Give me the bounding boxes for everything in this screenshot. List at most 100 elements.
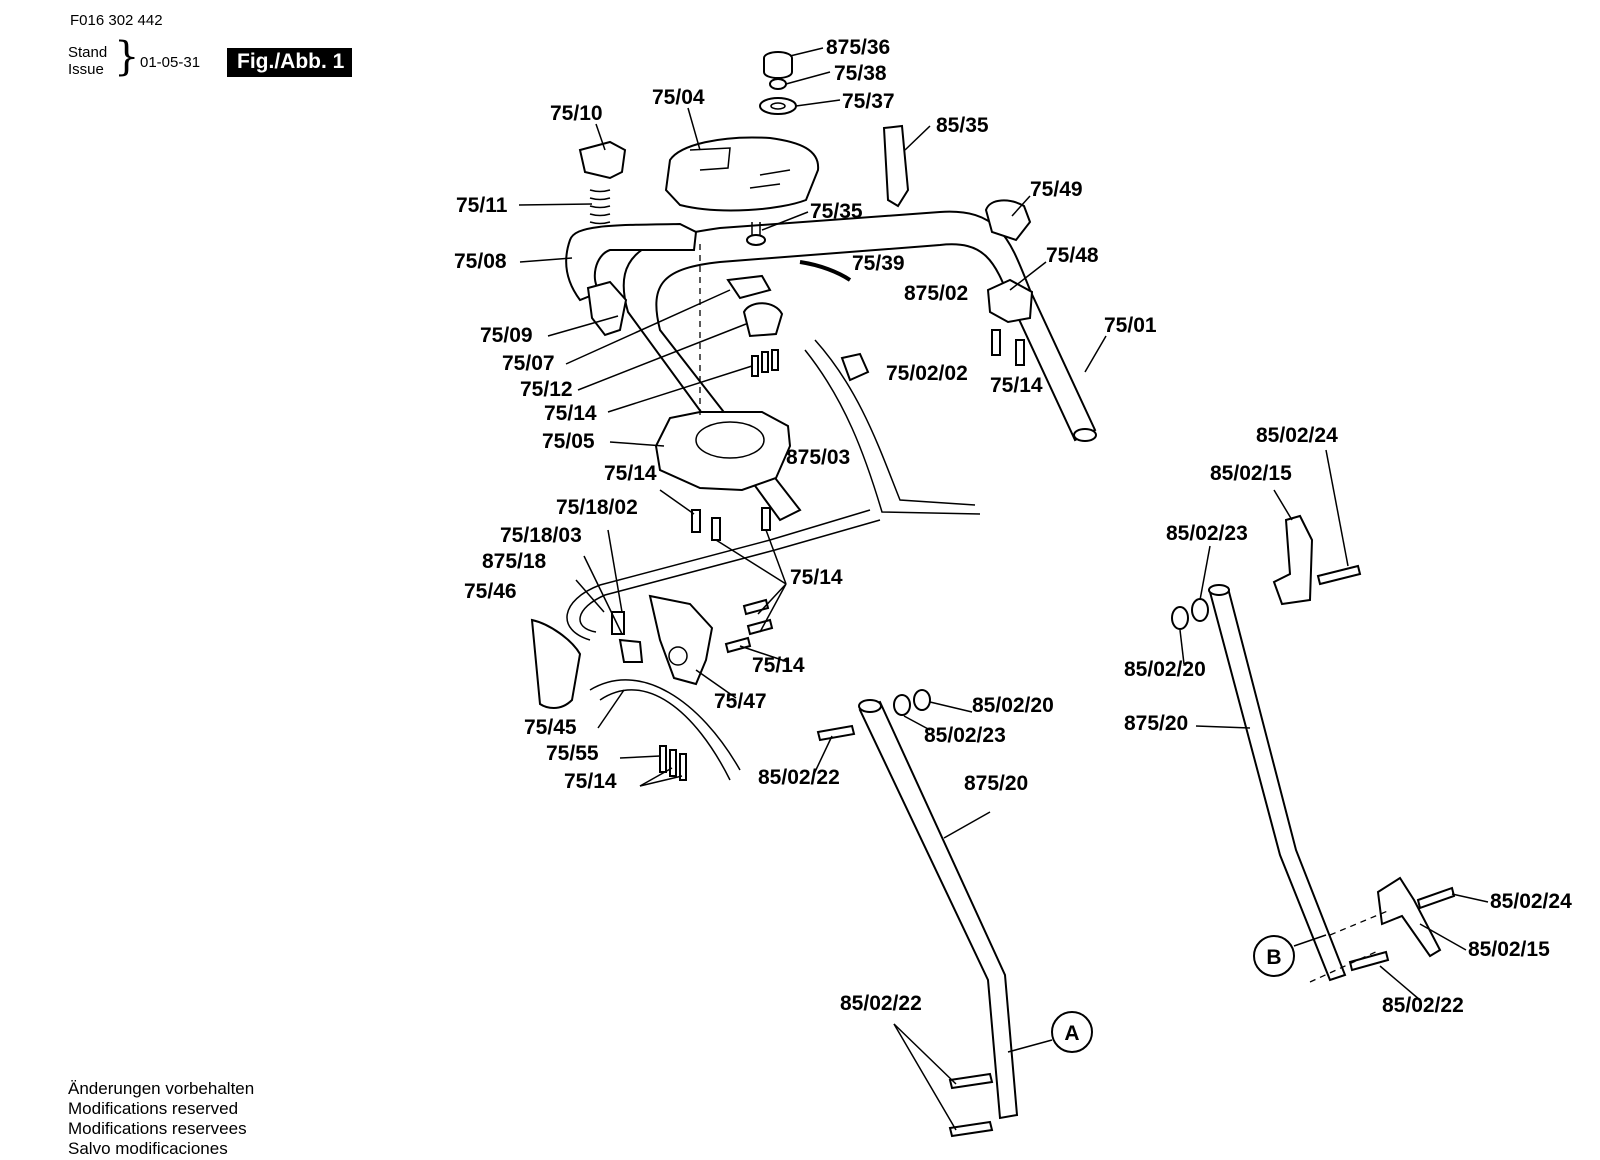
label-75-07: 75/07 <box>502 352 555 375</box>
screws-75-14-housing <box>691 507 771 541</box>
disclaimer-es: Salvo modificaciones <box>68 1139 228 1158</box>
label-75-37: 75/37 <box>842 90 895 113</box>
label-75-45: 75/45 <box>524 716 577 739</box>
footer-disclaimer: Änderungen vorbehalten Modifications res… <box>68 1079 254 1159</box>
label-75-46: 75/46 <box>464 580 517 603</box>
nut-75-38 <box>769 78 787 90</box>
assembly-dash-lines <box>1309 909 1391 983</box>
connector-75-02-02 <box>840 352 870 382</box>
bracket-75-47 <box>648 594 714 686</box>
label-875-02: 875/02 <box>904 282 968 305</box>
bolt-85-02-24-a <box>1316 564 1362 586</box>
bolts-85-02-22-b <box>948 1072 994 1138</box>
figure-badge: Fig./Abb. 1 <box>227 48 353 77</box>
label-75-04: 75/04 <box>652 86 705 109</box>
screws-75-14-right <box>991 329 1025 366</box>
part-75-18-02 <box>611 611 625 635</box>
tube-875-20-left <box>858 699 1019 1120</box>
label-75-14-a: 75/14 <box>990 374 1043 397</box>
label-75-48: 75/48 <box>1046 244 1099 267</box>
issue-date: 01-05-31 <box>140 54 201 71</box>
label-875-20-b: 875/20 <box>1124 712 1188 735</box>
bracket-85-02-15-b <box>1376 876 1442 958</box>
label-75-10: 75/10 <box>550 102 603 125</box>
label-85-02-22-b: 85/02/22 <box>840 992 922 1015</box>
label-75-05: 75/05 <box>542 430 595 453</box>
disclaimer-en: Modifications reserved <box>68 1099 239 1118</box>
switch-75-07 <box>726 274 772 300</box>
label-875-03: 875/03 <box>786 446 850 469</box>
lever-75-08 <box>565 222 698 302</box>
cable-75-39 <box>799 260 852 282</box>
label-75-47: 75/47 <box>714 690 767 713</box>
cap-75-49 <box>984 199 1032 242</box>
stand-issue-label: Stand Issue <box>68 44 107 78</box>
clip-75-12 <box>742 302 784 338</box>
washer-75-37 <box>759 97 797 115</box>
callout-a: A <box>1051 1011 1093 1053</box>
label-85-02-15-b: 85/02/15 <box>1468 938 1550 961</box>
cover-75-46 <box>530 618 582 709</box>
screws-75-14-cluster <box>751 349 779 377</box>
callout-a-label: A <box>1064 1022 1079 1045</box>
label-85-02-15-a: 85/02/15 <box>1210 462 1292 485</box>
grip-85-35 <box>882 124 910 208</box>
lower-handle-bar-875-03 <box>566 339 981 641</box>
label-75-18-02: 75/18/02 <box>556 496 638 519</box>
label-85-02-22-c: 85/02/22 <box>1382 994 1464 1017</box>
label-85-02-22-a: 85/02/22 <box>758 766 840 789</box>
nut-washer-85-02-left <box>893 689 931 716</box>
label-875-20-a: 875/20 <box>964 772 1028 795</box>
label-75-14-e: 75/14 <box>752 654 805 677</box>
bracket-75-09 <box>586 280 628 337</box>
label-75-01: 75/01 <box>1104 314 1157 337</box>
label-75-55: 75/55 <box>546 742 599 765</box>
label-875-36: 875/36 <box>826 36 890 59</box>
brace-glyph: } <box>114 34 140 80</box>
label-75-09: 75/09 <box>480 324 533 347</box>
disclaimer-de: Änderungen vorbehalten <box>68 1079 255 1098</box>
label-75-14-f: 75/14 <box>564 770 617 793</box>
label-85-02-23-a: 85/02/23 <box>924 724 1006 747</box>
label-75-14-d: 75/14 <box>790 566 843 589</box>
tube-875-20-right <box>1208 584 1347 982</box>
nut-washer-85-02-right <box>1171 598 1209 630</box>
label-75-35: 75/35 <box>810 200 863 223</box>
document-code: F016 302 442 <box>70 12 163 29</box>
label-75-02-02: 75/02/02 <box>886 362 968 385</box>
issue-label: Issue <box>68 61 104 78</box>
label-75-49: 75/49 <box>1030 178 1083 201</box>
callout-b: B <box>1253 935 1295 977</box>
cap-875-36 <box>763 51 793 79</box>
label-75-18-03: 75/18/03 <box>500 524 582 547</box>
callout-b-label: B <box>1266 946 1281 969</box>
cable-75-45 <box>589 679 741 781</box>
clip-75-10 <box>578 140 627 180</box>
bolt-85-02-22-c <box>1348 950 1390 972</box>
label-75-38: 75/38 <box>834 62 887 85</box>
screw-75-35 <box>746 222 766 246</box>
screws-75-55 <box>659 745 687 781</box>
housing-75-05 <box>654 244 792 492</box>
label-85-02-20-b: 85/02/20 <box>1124 658 1206 681</box>
disclaimer-fr: Modifications reservees <box>68 1119 247 1138</box>
label-75-14-c: 75/14 <box>604 462 657 485</box>
label-75-12: 75/12 <box>520 378 573 401</box>
label-85-35: 85/35 <box>936 114 989 137</box>
label-75-39: 75/39 <box>852 252 905 275</box>
label-75-11: 75/11 <box>456 194 508 217</box>
bolt-85-02-24-b <box>1416 886 1456 910</box>
label-85-02-20-a: 85/02/20 <box>972 694 1054 717</box>
cover-75-04 <box>664 136 820 212</box>
stand-label: Stand <box>68 44 108 61</box>
bracket-75-48 <box>986 278 1034 324</box>
label-75-08: 75/08 <box>454 250 507 273</box>
part-75-18-03 <box>618 638 644 663</box>
screws-75-14-left <box>724 598 774 654</box>
label-85-02-24-a: 85/02/24 <box>1256 424 1338 447</box>
bracket-85-02-15-a <box>1272 514 1314 606</box>
bolt-85-02-22-a <box>816 724 856 742</box>
leader-lines <box>518 47 1489 1131</box>
spring-75-11 <box>589 189 611 225</box>
